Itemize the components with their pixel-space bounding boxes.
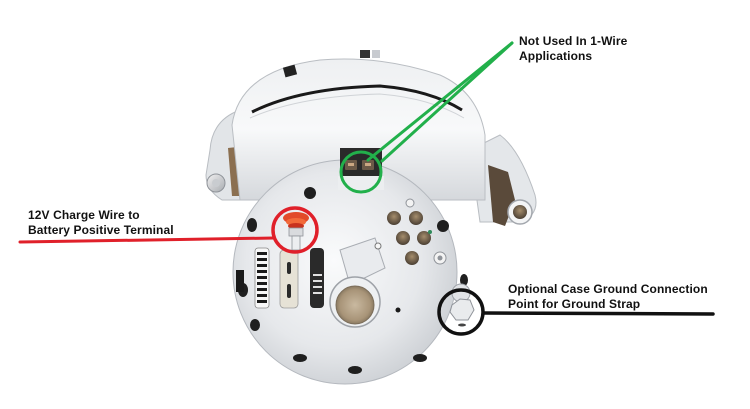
stator-housing [231,50,486,201]
callout-label-line: Optional Case Ground Connection [508,282,708,296]
callout-black-marker [437,288,715,336]
callout-green-marker [339,41,514,194]
callout-label-line: Point for Ground Strap [508,297,641,311]
callout-label-line: Applications [519,49,593,63]
bearing-cap [329,237,401,328]
vent-holes [387,211,432,265]
battery-stud [283,212,309,251]
cooling-vents [236,247,324,309]
ground-bolt [449,283,475,327]
callout-label-line: Not Used In 1-Wire [519,34,628,48]
callout-label-charge-wire: 12V Charge Wire to Battery Positive Term… [28,208,174,238]
callout-red-marker [18,206,319,254]
callout-label-line: Battery Positive Terminal [28,223,174,237]
callout-label-line: 12V Charge Wire to [28,208,140,222]
callout-label-not-used: Not Used In 1-Wire Applications [519,34,627,64]
callout-label-ground: Optional Case Ground Connection Point fo… [508,282,708,312]
